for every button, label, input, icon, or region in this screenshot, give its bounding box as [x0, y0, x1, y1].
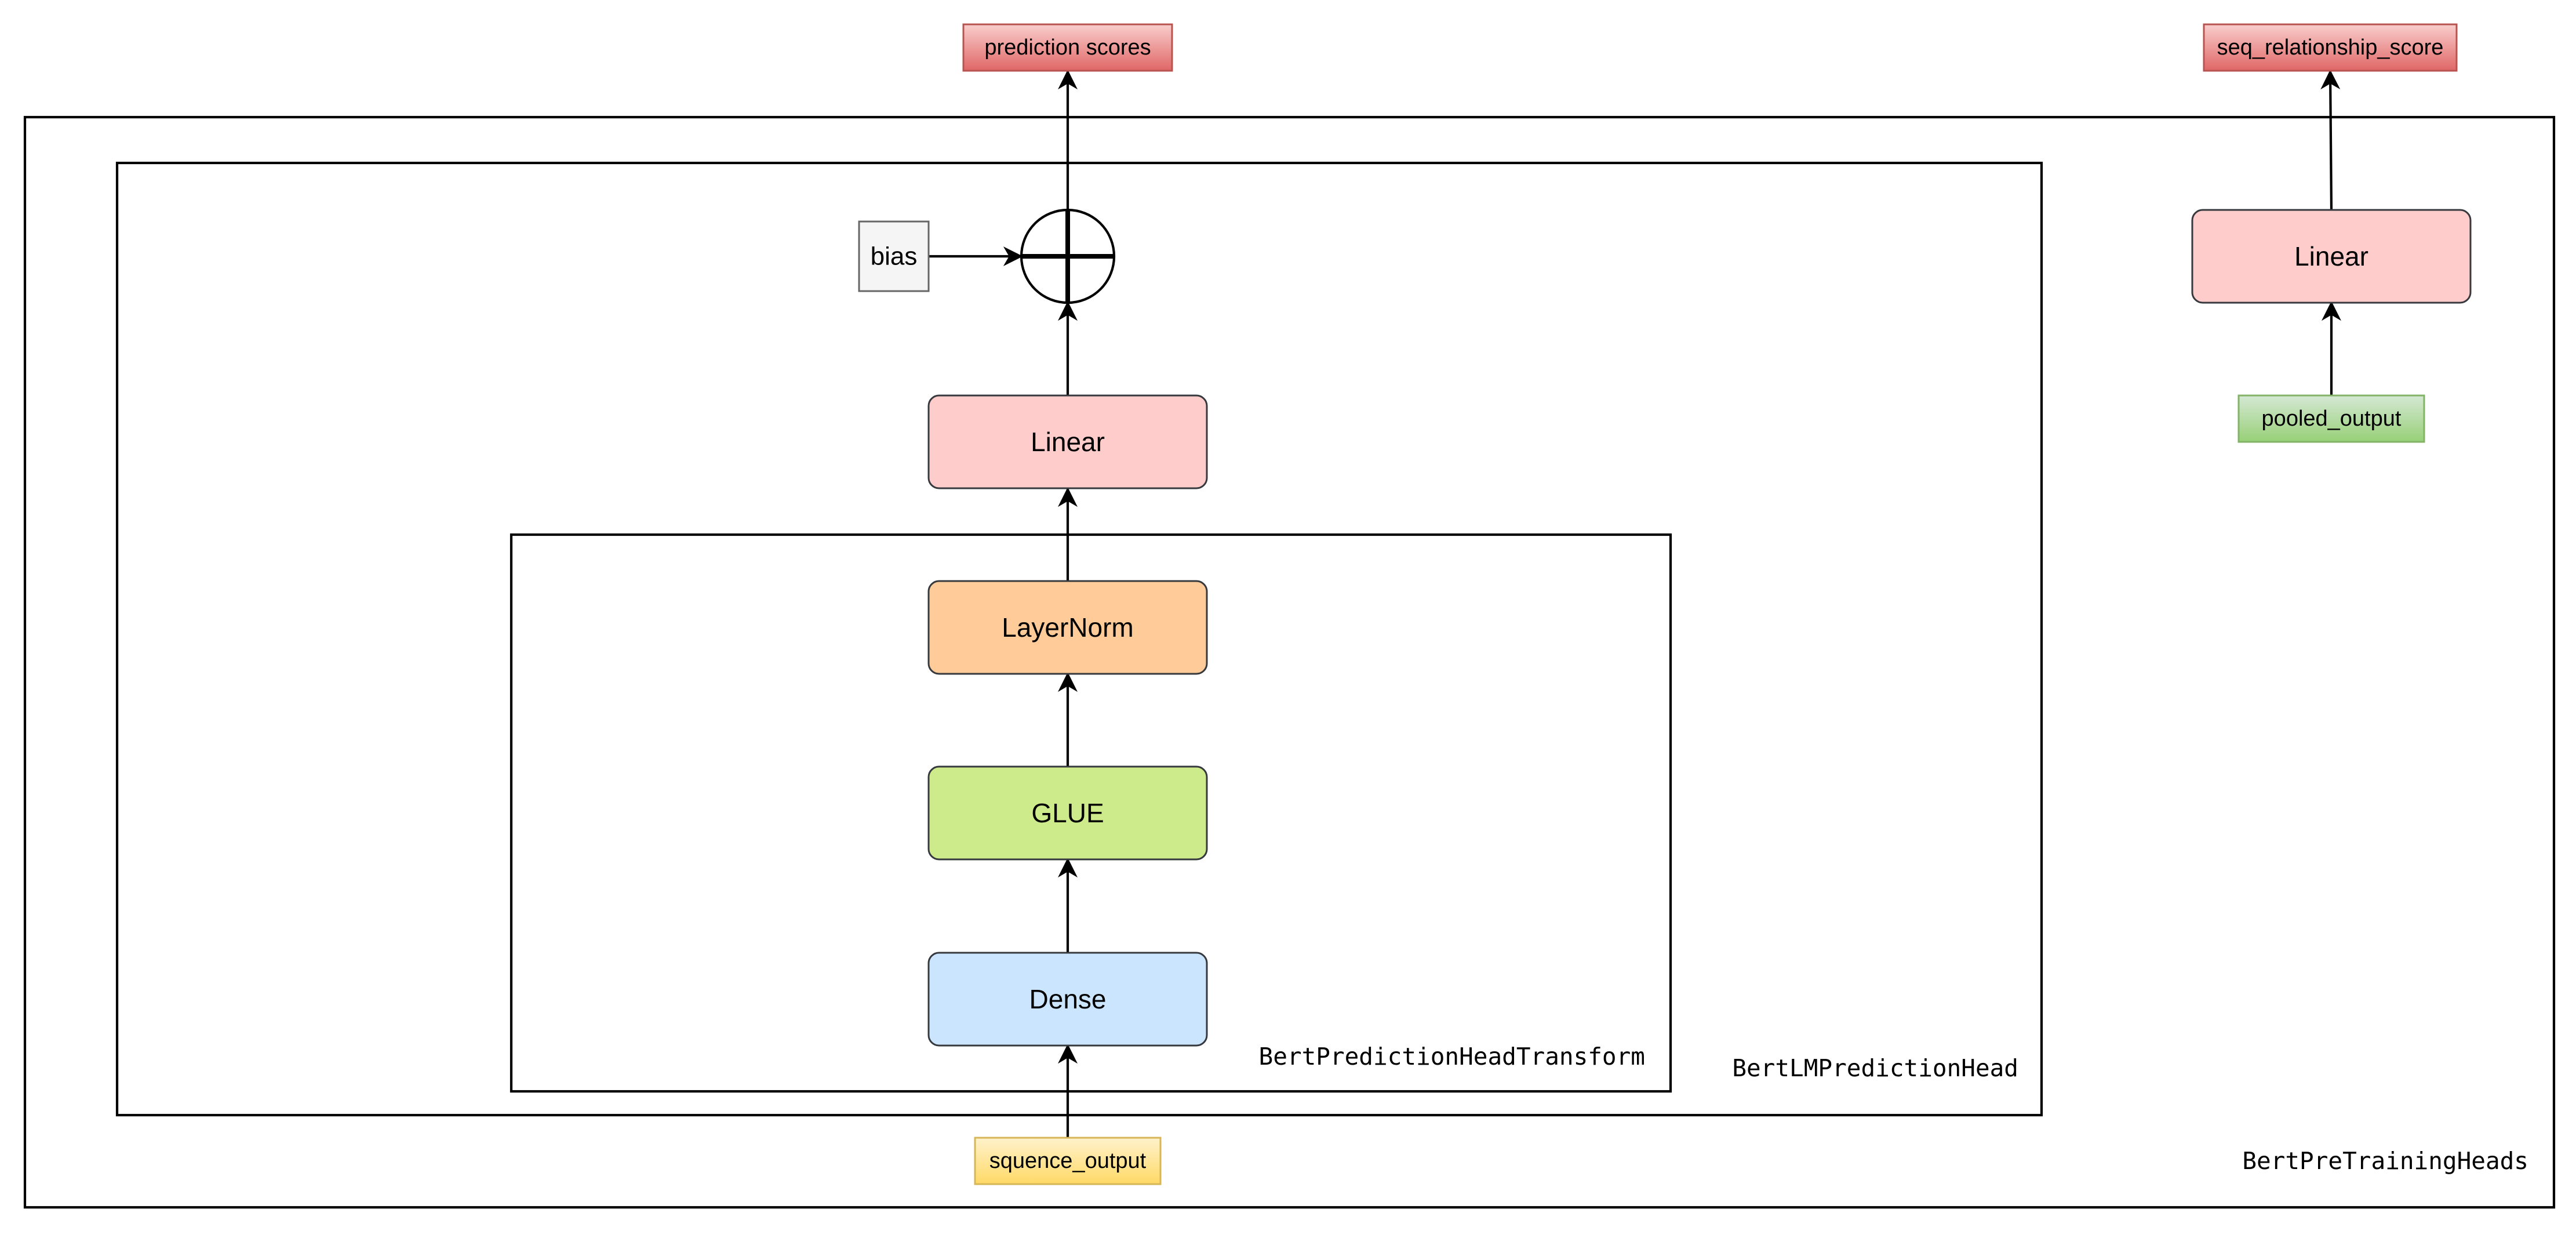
glue-node: GLUE: [927, 765, 1208, 861]
layernorm-label: LayerNorm: [1002, 612, 1134, 643]
prediction-scores-label: prediction scores: [984, 35, 1151, 60]
prediction-scores-node: prediction scores: [962, 23, 1173, 72]
edge-linear-to-seq-relationship: [2320, 70, 2341, 210]
seq-relationship-score-node: seq_relationship_score: [2203, 23, 2458, 72]
bert-prediction-head-transform-label: BertPredictionHeadTransform: [1259, 1043, 1645, 1070]
sum-operator-icon: [1020, 208, 1116, 304]
linear-nsp-label: Linear: [2294, 241, 2368, 271]
dense-node: Dense: [927, 952, 1208, 1047]
bert-lm-prediction-head-label: BertLMPredictionHead: [1732, 1054, 2018, 1082]
bert-prediction-head-transform-container: BertPredictionHeadTransform: [510, 533, 1672, 1093]
dense-label: Dense: [1029, 984, 1107, 1014]
edges: [929, 70, 2341, 1138]
layernorm-node: LayerNorm: [927, 580, 1208, 675]
bias-label: bias: [871, 242, 918, 271]
bert-pretraining-heads-container: BertPreTrainingHeads: [23, 115, 2556, 1209]
pooled-output-node: pooled_output: [2237, 394, 2425, 443]
seq-relationship-score-label: seq_relationship_score: [2217, 35, 2444, 60]
linear-nsp-node: Linear: [2191, 209, 2472, 304]
bert-lm-prediction-head-container: BertLMPredictionHead: [115, 161, 2043, 1117]
sequence-output-label: squence_output: [989, 1149, 1147, 1173]
linear-lm-label: Linear: [1031, 427, 1105, 457]
bias-node: bias: [858, 220, 930, 292]
glue-label: GLUE: [1031, 798, 1104, 828]
linear-lm-node: Linear: [927, 394, 1208, 489]
sequence-output-node: squence_output: [974, 1137, 1162, 1185]
pooled-output-label: pooled_output: [2262, 407, 2402, 431]
bert-pretraining-heads-label: BertPreTrainingHeads: [2242, 1147, 2528, 1175]
